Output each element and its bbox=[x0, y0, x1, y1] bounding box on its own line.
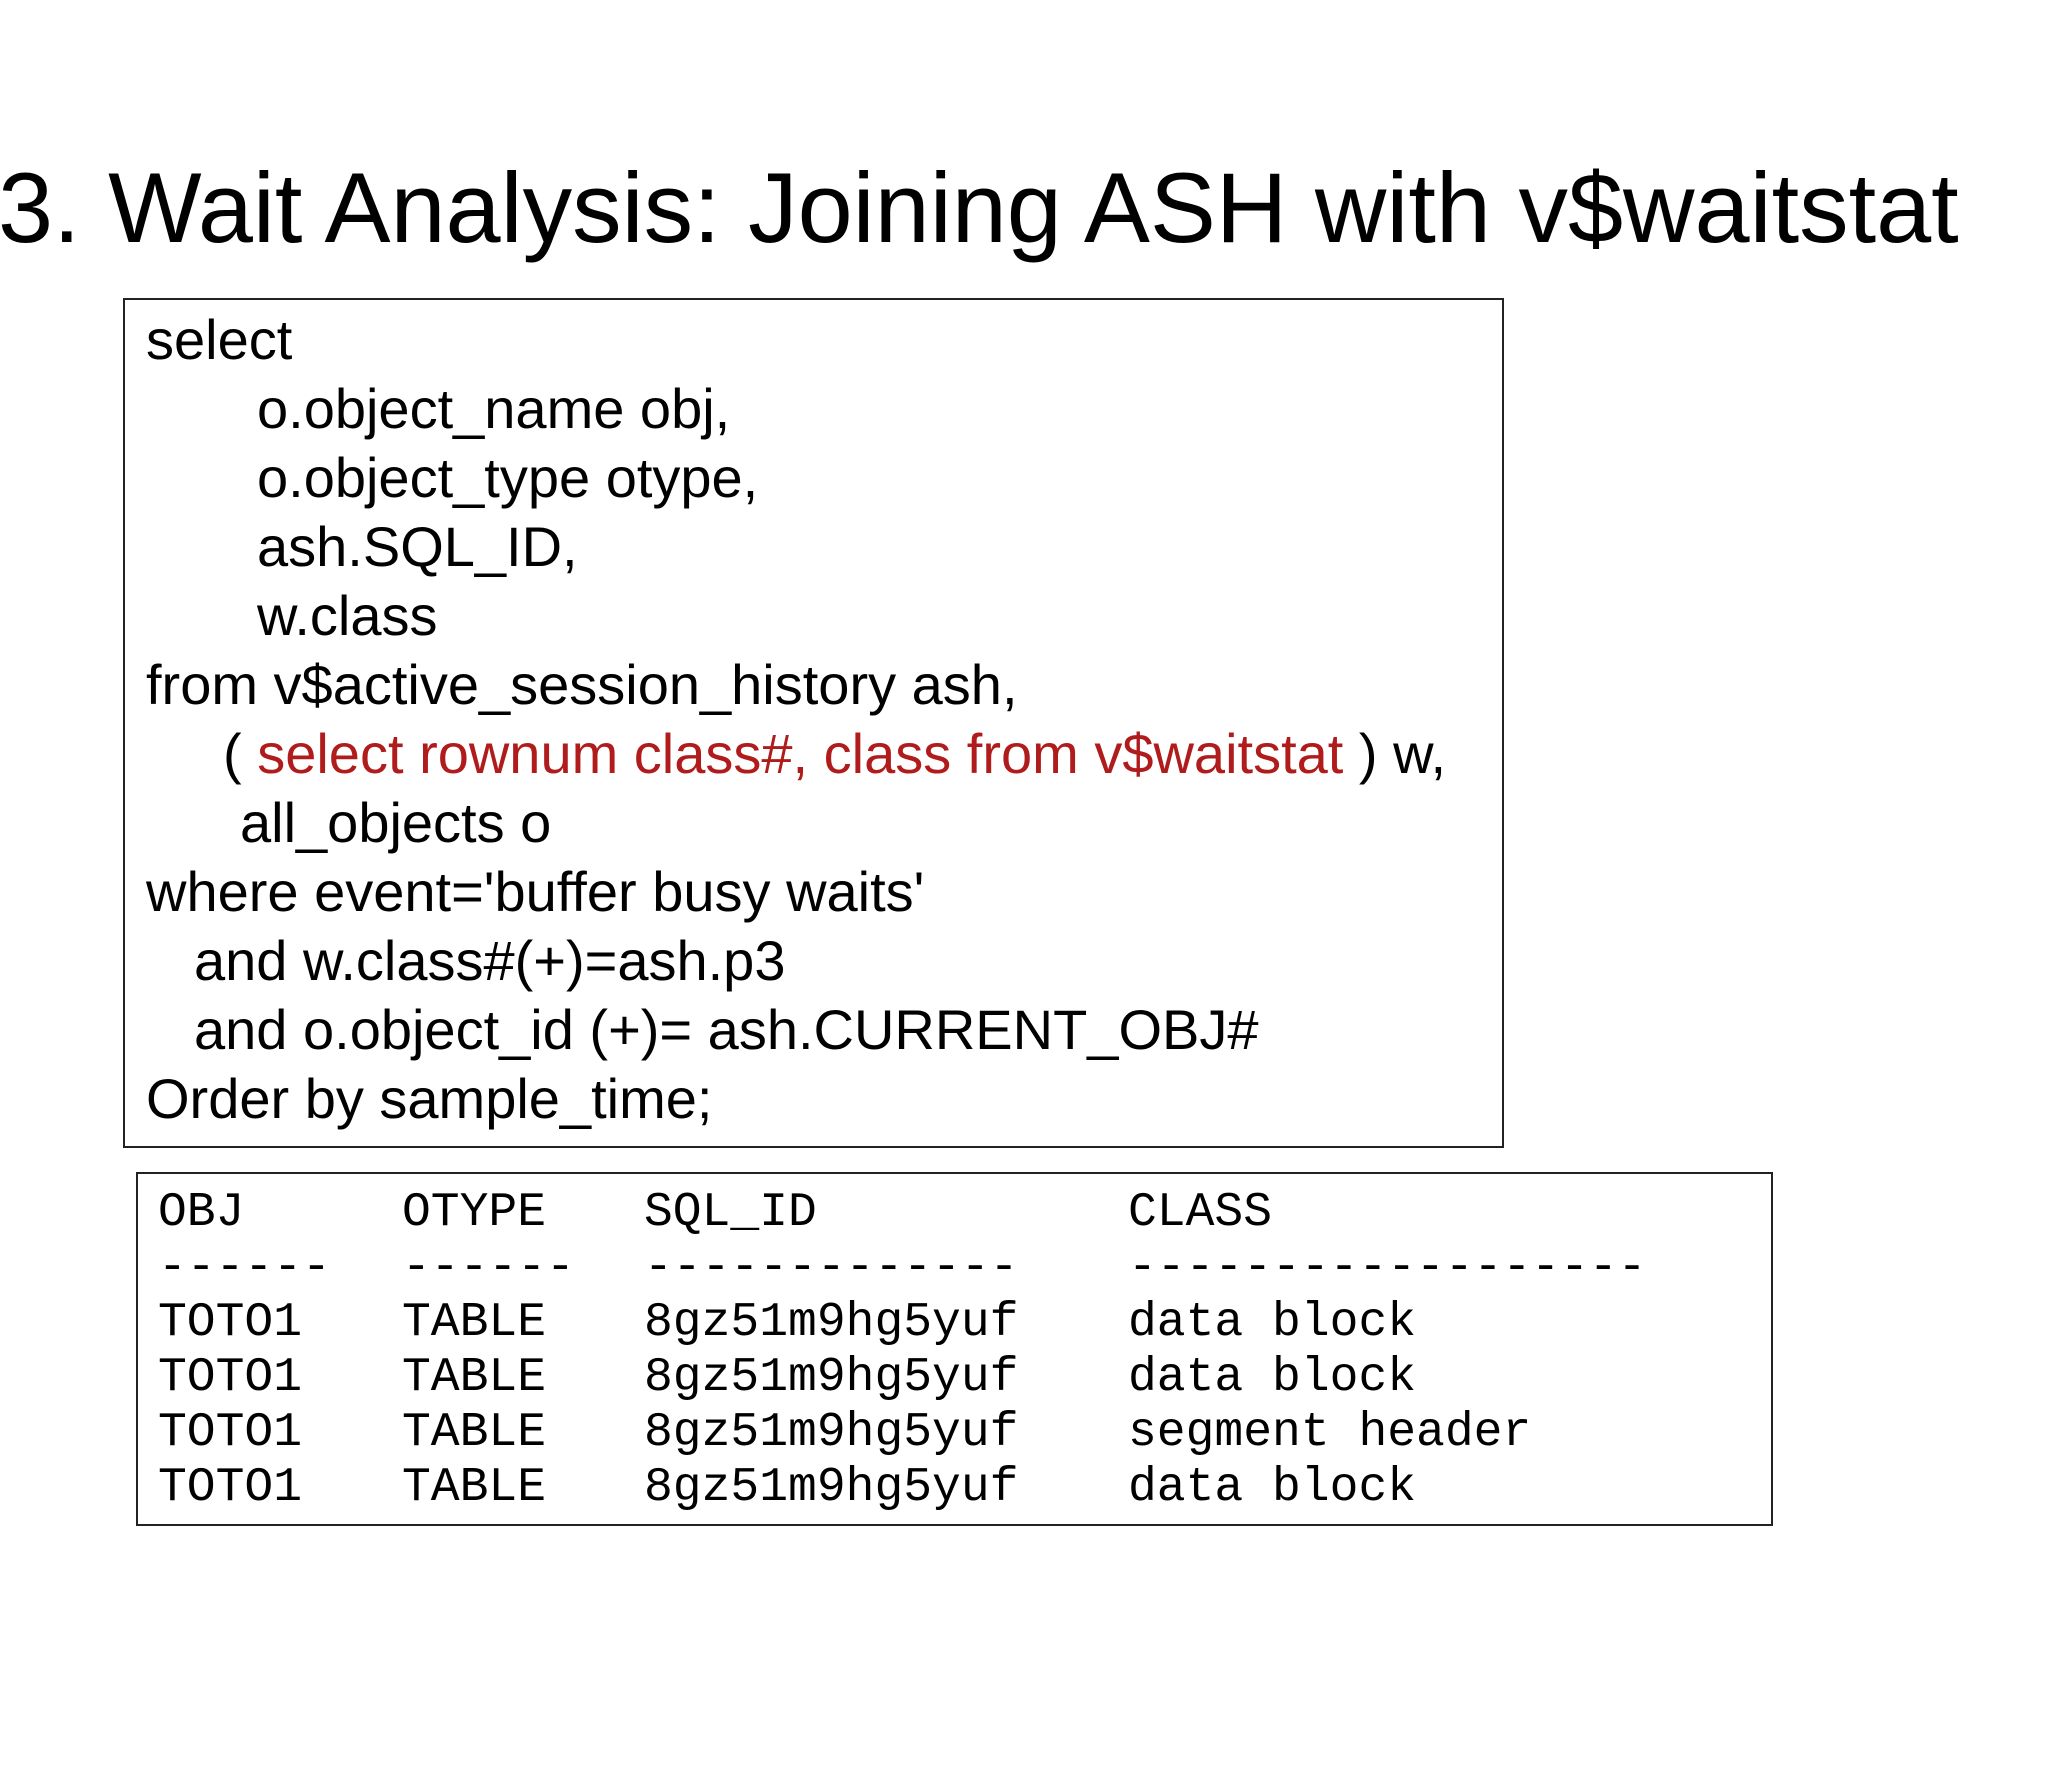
cell-otype: TABLE bbox=[402, 1461, 547, 1515]
query-line-where: where event='buffer busy waits' bbox=[146, 860, 925, 923]
cell-obj: TOTO1 bbox=[158, 1406, 303, 1460]
query-line-order-by: Order by sample_time; bbox=[146, 1067, 713, 1130]
result-row: TOTO1 TABLE 8gz51m9hg5yuf segment header bbox=[158, 1406, 1531, 1736]
subquery-highlight: select rownum class#, class from v$waits… bbox=[257, 722, 1344, 785]
header-otype: OTYPE bbox=[402, 1186, 547, 1240]
query-line-and-object-id: and o.object_id (+)= ash.CURRENT_OBJ# bbox=[194, 998, 1259, 1061]
header-class: CLASS bbox=[1128, 1186, 1273, 1240]
query-line-from: from v$active_session_history ash, bbox=[146, 653, 1018, 716]
cell-sql-id: 8gz51m9hg5yuf bbox=[644, 1406, 1019, 1460]
cell-class: data block bbox=[1128, 1461, 1417, 1515]
subquery-open-paren: ( bbox=[223, 722, 258, 785]
header-obj: OBJ bbox=[158, 1186, 245, 1240]
cell-obj: TOTO1 bbox=[158, 1461, 303, 1515]
cell-obj: TOTO1 bbox=[158, 1296, 303, 1350]
cell-sql-id: 8gz51m9hg5yuf bbox=[644, 1296, 1019, 1350]
cell-obj: TOTO1 bbox=[158, 1351, 303, 1405]
cell-otype: TABLE bbox=[402, 1406, 547, 1460]
query-line-and-class: and w.class#(+)=ash.p3 bbox=[194, 929, 786, 992]
separator-class: ------------------ bbox=[1128, 1241, 1647, 1295]
query-line-sql-id: ash.SQL_ID, bbox=[257, 515, 578, 578]
cell-otype: TABLE bbox=[402, 1296, 547, 1350]
query-line-class: w.class bbox=[257, 584, 438, 647]
query-line-subquery: ( select rownum class#, class from v$wai… bbox=[223, 719, 1446, 788]
header-sql-id: SQL_ID bbox=[644, 1186, 817, 1240]
cell-sql-id: 8gz51m9hg5yuf bbox=[644, 1351, 1019, 1405]
query-line-object-type: o.object_type otype, bbox=[257, 446, 759, 509]
sql-query-box: select o.object_name obj, o.object_type … bbox=[123, 298, 1504, 1148]
slide-title: 3. Wait Analysis: Joining ASH with v$wai… bbox=[0, 152, 1959, 263]
result-separator-row: ------ ------ ------------- ------------… bbox=[158, 1241, 1646, 1571]
cell-otype: TABLE bbox=[402, 1351, 547, 1405]
result-row: TOTO1 TABLE 8gz51m9hg5yuf data block bbox=[158, 1296, 1416, 1626]
cell-class: data block bbox=[1128, 1351, 1417, 1405]
separator-otype: ------ bbox=[402, 1241, 575, 1295]
separator-obj: ------ bbox=[158, 1241, 331, 1295]
query-line-select: select bbox=[146, 308, 293, 371]
query-line-all-objects: all_objects o bbox=[240, 791, 552, 854]
subquery-close: ) w, bbox=[1343, 722, 1447, 785]
result-row: TOTO1 TABLE 8gz51m9hg5yuf data block bbox=[158, 1461, 1416, 1791]
query-result-box: OBJ OTYPE SQL_ID CLASS ------ ------ ---… bbox=[136, 1172, 1773, 1526]
query-line-object-name: o.object_name obj, bbox=[257, 377, 731, 440]
cell-sql-id: 8gz51m9hg5yuf bbox=[644, 1461, 1019, 1515]
cell-class: segment header bbox=[1128, 1406, 1532, 1460]
cell-class: data block bbox=[1128, 1296, 1417, 1350]
separator-sql-id: ------------- bbox=[644, 1241, 1019, 1295]
result-header-row: OBJ OTYPE SQL_ID CLASS bbox=[158, 1186, 1272, 1516]
result-row: TOTO1 TABLE 8gz51m9hg5yuf data block bbox=[158, 1351, 1416, 1681]
